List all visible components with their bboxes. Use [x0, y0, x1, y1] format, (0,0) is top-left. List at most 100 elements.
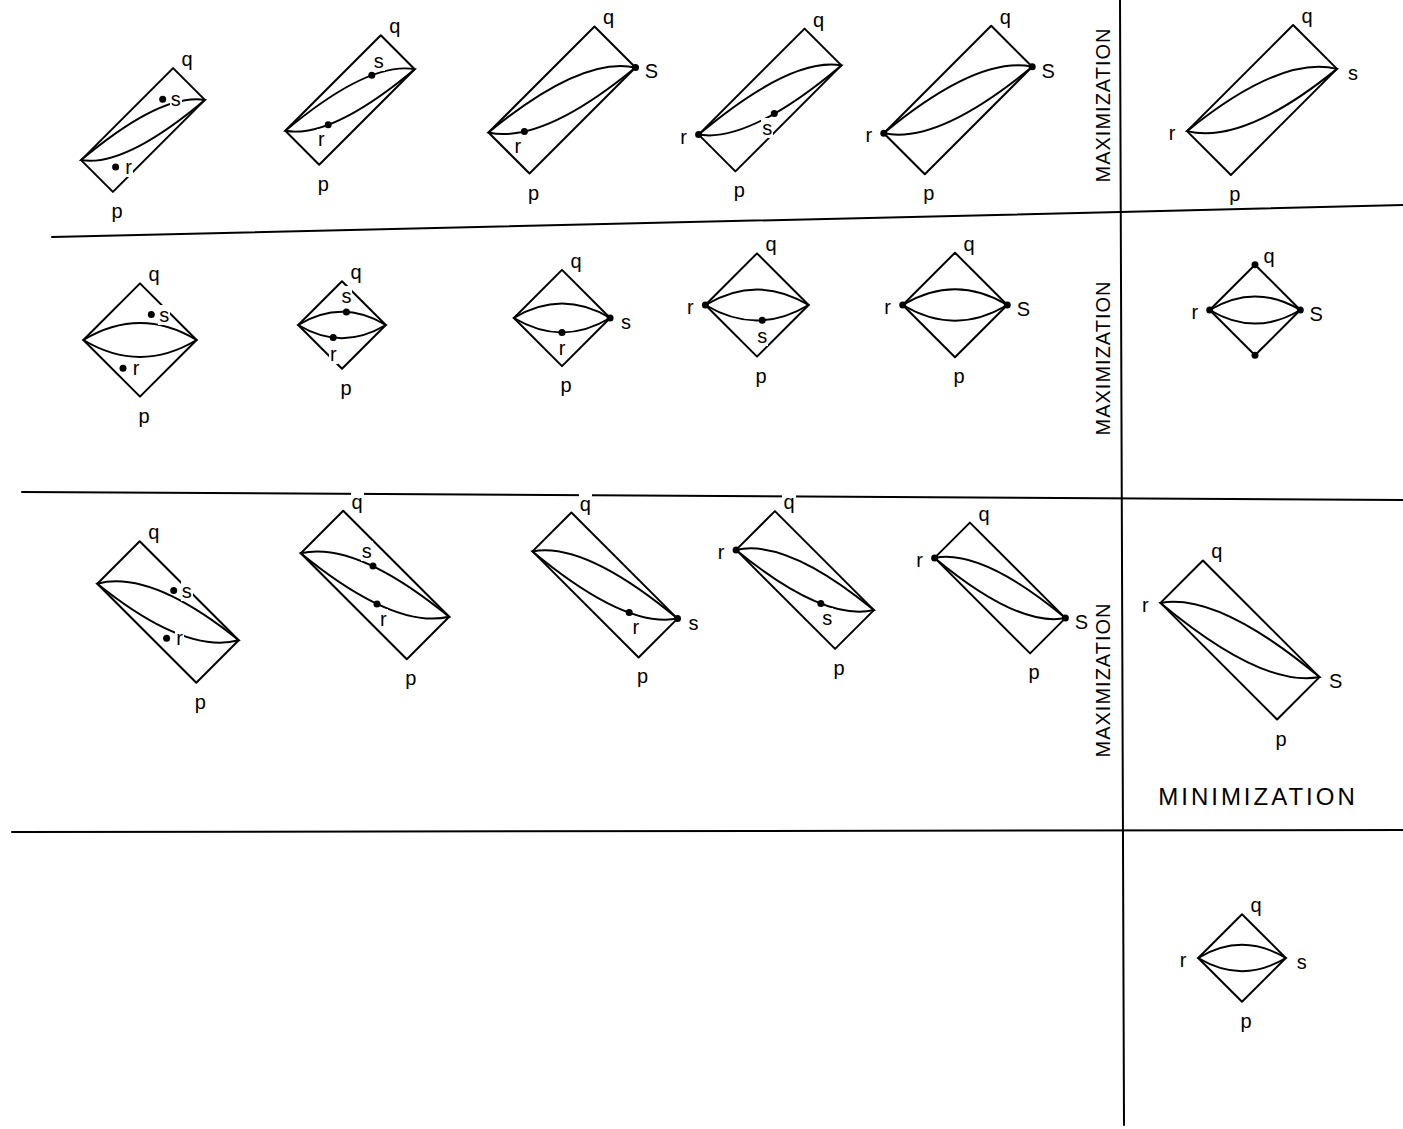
point-label: s: [687, 613, 699, 633]
point-dot: [695, 131, 702, 138]
point-label: s: [158, 305, 170, 325]
point-label: S: [644, 61, 659, 81]
point-label: p: [754, 366, 767, 386]
point-label: r: [1141, 595, 1150, 615]
point-dot: [607, 315, 614, 322]
causal-region-outline: [935, 523, 1066, 654]
point-label: s: [1296, 952, 1308, 972]
divider-line: [52, 212, 1120, 237]
point-label: p: [404, 668, 417, 688]
divider-line: [12, 830, 1403, 832]
causal-region-outline: [1187, 25, 1337, 175]
point-dot: [170, 587, 177, 594]
section-label: MAXIMIZATION: [1093, 281, 1113, 436]
point-label: p: [110, 201, 123, 221]
point-label: r: [883, 297, 892, 317]
point-label: q: [351, 492, 364, 512]
causal-region-outline: [489, 27, 636, 174]
point-label: S: [1309, 304, 1324, 324]
point-label: q: [147, 522, 160, 542]
point-dot: [1252, 352, 1259, 359]
point-dot: [374, 600, 381, 607]
point-dot: [163, 635, 170, 642]
causal-region-outline: [301, 511, 449, 659]
point-dot: [1297, 307, 1304, 314]
causal-region-outline: [903, 253, 1008, 358]
section-label: MAXIMIZATION: [1093, 28, 1113, 183]
point-label: p: [636, 666, 649, 686]
point-label: q: [579, 494, 592, 514]
divider-line: [1120, 205, 1403, 212]
section-label: MINIMIZATION: [1158, 785, 1358, 809]
point-dot: [1252, 261, 1259, 268]
point-label: p: [339, 378, 352, 398]
causal-region-outline: [514, 270, 610, 366]
point-dot: [330, 334, 337, 341]
point-dot: [559, 329, 566, 336]
point-label: q: [962, 234, 975, 254]
point-label: q: [1301, 6, 1314, 26]
point-dot: [368, 72, 375, 79]
point-label: r: [864, 125, 873, 145]
point-label: r: [558, 338, 567, 358]
point-label: s: [170, 89, 182, 109]
point-label: S: [1016, 299, 1031, 319]
point-label: p: [733, 180, 746, 200]
surface-lens: [514, 304, 610, 333]
point-dot: [674, 615, 681, 622]
point-dot: [343, 309, 350, 316]
causal-region-outline: [285, 35, 414, 164]
point-label: p: [559, 375, 572, 395]
point-label: S: [1074, 612, 1089, 632]
point-label: S: [1041, 61, 1056, 81]
causal-region-outline: [1198, 914, 1286, 1002]
point-label: r: [514, 136, 523, 156]
point-label: s: [361, 541, 373, 561]
point-label: r: [679, 127, 688, 147]
surface-lens: [1161, 602, 1320, 679]
point-label: p: [527, 183, 540, 203]
point-label: s: [620, 312, 632, 332]
point-label: q: [388, 16, 401, 36]
point-label: p: [1239, 1011, 1252, 1031]
point-label: r: [1190, 302, 1199, 322]
point-label: r: [1179, 950, 1188, 970]
point-label: s: [340, 286, 352, 306]
section-label: MAXIMIZATION: [1093, 603, 1113, 758]
point-dot: [626, 609, 633, 616]
point-dot: [931, 554, 938, 561]
point-dot: [632, 64, 639, 71]
surface-lens: [1210, 296, 1301, 323]
point-label: r: [124, 157, 133, 177]
causal-region-outline: [736, 511, 874, 649]
point-label: q: [147, 264, 160, 284]
point-label: r: [717, 542, 726, 562]
causal-region-outline: [1161, 561, 1320, 720]
point-label: s: [821, 608, 833, 628]
point-label: r: [175, 628, 184, 648]
surface-lens: [884, 65, 1032, 134]
point-label: p: [1027, 662, 1040, 682]
surface-lens: [1187, 67, 1337, 133]
surface-lens: [298, 312, 386, 338]
point-label: q: [764, 234, 777, 254]
point-label: r: [915, 550, 924, 570]
point-label: r: [632, 617, 641, 637]
point-label: s: [181, 581, 193, 601]
point-dot: [759, 317, 766, 324]
point-dot: [148, 311, 155, 318]
surface-lens: [489, 66, 636, 134]
point-label: r: [317, 129, 326, 149]
point-dot: [112, 163, 119, 170]
causal-region-outline: [533, 513, 678, 658]
causal-region-outline: [81, 68, 205, 192]
point-dot: [702, 302, 709, 309]
point-dot: [1029, 63, 1036, 70]
point-label: q: [569, 251, 582, 271]
point-label: r: [379, 609, 388, 629]
point-label: p: [317, 174, 330, 194]
point-label: p: [1228, 184, 1241, 204]
point-label: r: [132, 358, 141, 378]
point-dot: [1062, 615, 1069, 622]
